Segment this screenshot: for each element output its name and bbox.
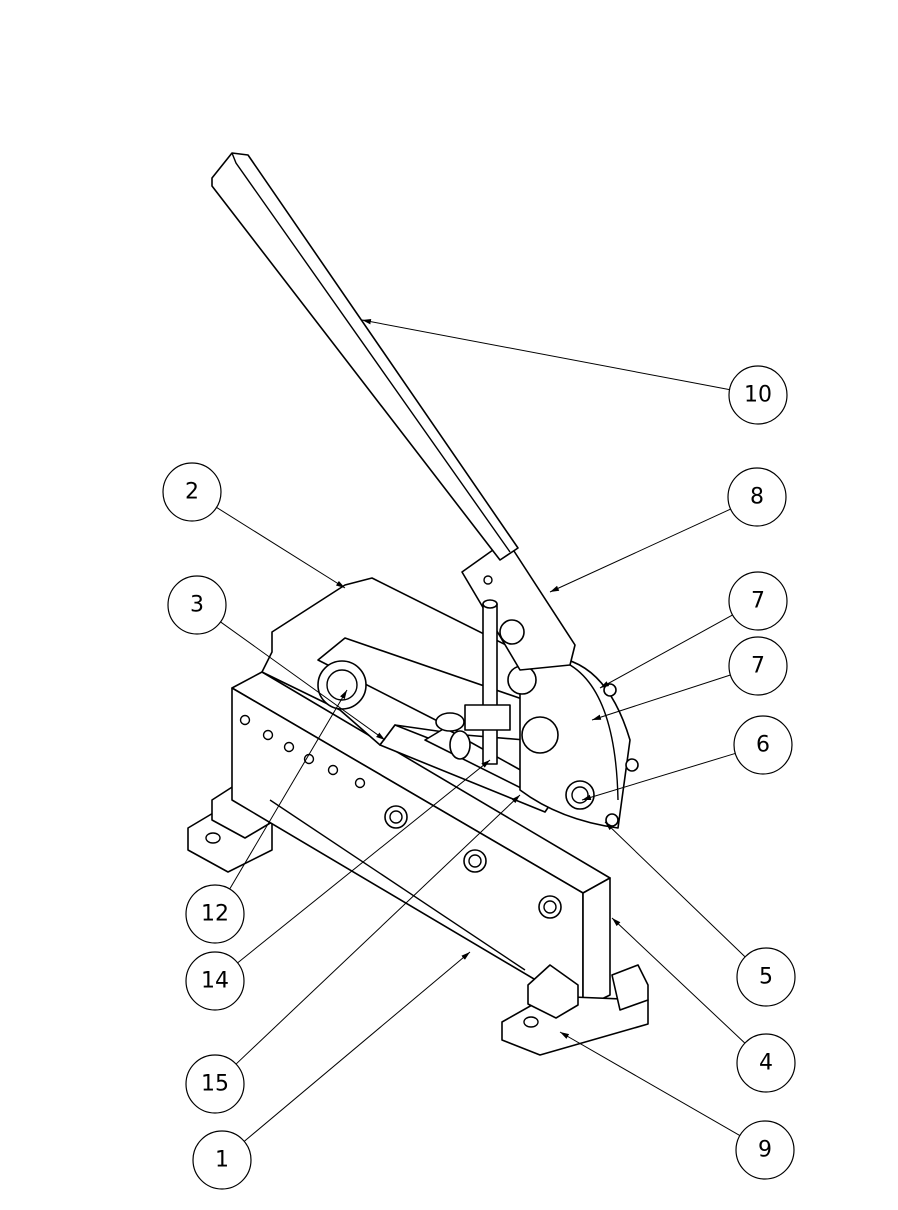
callout-balloons: 10 8 7 7 6 5 4 9 2 3 12 14 15 1 (162, 319, 796, 1190)
part-number: 4 (759, 1051, 773, 1076)
balloon (167, 575, 227, 635)
part-number: 5 (759, 965, 773, 990)
balloon (736, 1033, 796, 1093)
pivot-bolt (317, 660, 367, 710)
callout-10: 10 (361, 319, 788, 425)
part-number: 12 (201, 902, 229, 927)
part-number: 8 (750, 485, 764, 510)
leader-line (243, 951, 471, 1142)
part-number: 7 (751, 589, 765, 614)
leader-line (611, 917, 746, 1044)
callout-5: 5 (604, 821, 796, 1007)
part-number: 1 (215, 1148, 229, 1173)
callout-7a: 7 (599, 571, 788, 689)
part-number: 14 (201, 969, 229, 994)
callout-9: 9 (559, 1031, 795, 1180)
machine-illustration (187, 152, 649, 1056)
balloon (192, 1130, 252, 1190)
callout-15: 15 (185, 794, 521, 1114)
leader-line (361, 319, 730, 391)
callout-2: 2 (162, 462, 346, 589)
callout-7b: 7 (591, 636, 788, 721)
part-number: 10 (744, 383, 772, 408)
leader-line (229, 689, 348, 890)
balloon (185, 884, 245, 944)
part-number: 9 (758, 1138, 772, 1163)
callout-4: 4 (611, 917, 796, 1093)
balloon (727, 467, 787, 527)
leader-line (604, 821, 746, 958)
balloon (736, 947, 796, 1007)
balloon (728, 365, 788, 425)
leader-line (220, 621, 386, 741)
leader-line (591, 674, 731, 721)
balloon (728, 571, 788, 631)
callout-12: 12 (185, 689, 348, 944)
balloon (733, 715, 793, 775)
leader-line (216, 506, 346, 589)
balloon (728, 636, 788, 696)
callout-8: 8 (549, 467, 787, 593)
leader-line (549, 508, 731, 593)
balloon (185, 1054, 245, 1114)
leader-line (581, 752, 736, 801)
part-number: 6 (756, 733, 770, 758)
handle (211, 152, 519, 561)
leader-line (235, 794, 521, 1065)
part-number: 2 (185, 480, 199, 505)
callout-3: 3 (167, 575, 386, 741)
part-number: 3 (190, 593, 204, 618)
leader-line (237, 759, 491, 964)
balloon (162, 462, 222, 522)
foot-right (501, 964, 649, 1056)
callout-1: 1 (192, 951, 471, 1190)
balloon (735, 1120, 795, 1180)
callout-6: 6 (581, 715, 793, 801)
cam-disk (507, 654, 639, 829)
base-beam (231, 671, 611, 1009)
part-number: 7 (751, 654, 765, 679)
part-number: 15 (201, 1072, 229, 1097)
leader-line (599, 614, 733, 689)
callout-14: 14 (185, 759, 491, 1011)
stop-rod (435, 599, 511, 765)
balloon (185, 951, 245, 1011)
leader-line (559, 1031, 741, 1136)
